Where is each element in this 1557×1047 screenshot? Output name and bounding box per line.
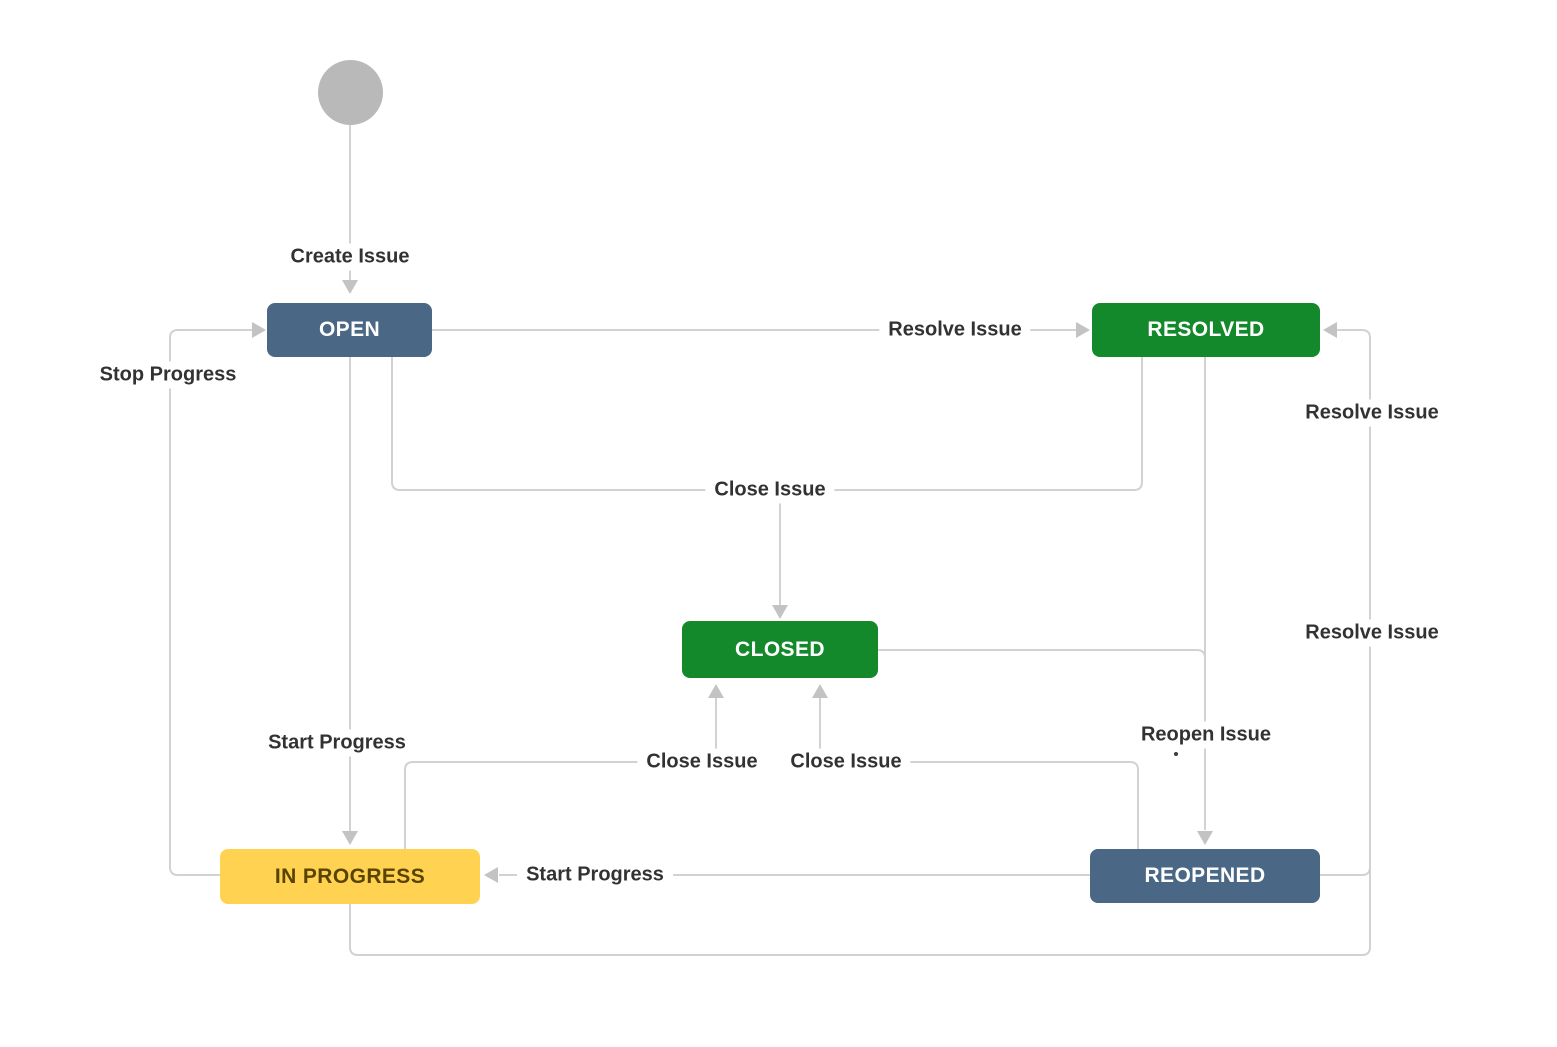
node-resolved[interactable]: RESOLVED (1092, 303, 1320, 357)
edge-resolve-issue-inprogress-line (349, 329, 1371, 956)
node-reopened-label: REOPENED (1144, 864, 1266, 887)
transition-label-resolve-issue-right-lower[interactable]: Resolve Issue (1296, 619, 1448, 647)
transition-label-close-issue-top[interactable]: Close Issue (705, 476, 835, 504)
arrowhead-into-resolved-right (1323, 322, 1337, 338)
node-in-progress[interactable]: IN PROGRESS (220, 849, 480, 904)
edge-stop-progress-line (169, 329, 252, 876)
edge-resolve-issue-reopened-merge-line (1320, 866, 1371, 876)
arrowhead-into-closed-bottom-right (812, 684, 828, 698)
transition-label-resolve-issue-right-upper[interactable]: Resolve Issue (1296, 399, 1448, 427)
arrowhead-into-closed-bottom-left (708, 684, 724, 698)
reopen-issue-label-dot (1174, 752, 1178, 756)
transition-label-stop-progress[interactable]: Stop Progress (90, 361, 246, 389)
transition-label-resolve-issue-open[interactable]: Resolve Issue (879, 316, 1031, 344)
start-node-circle (318, 60, 383, 125)
edge-close-issue-resolved-line (1133, 357, 1143, 491)
node-reopened[interactable]: REOPENED (1090, 849, 1320, 903)
arrowhead-into-resolved-left (1076, 322, 1090, 338)
node-in-progress-label: IN PROGRESS (274, 864, 426, 888)
arrowhead-into-open-top (342, 280, 358, 294)
transition-label-close-issue-inprogress[interactable]: Close Issue (637, 748, 767, 776)
node-open-label: OPEN (318, 318, 381, 341)
arrowhead-into-closed-top (772, 605, 788, 619)
transition-label-start-progress-open[interactable]: Start Progress (259, 729, 415, 757)
arrowhead-into-reopened-top (1197, 831, 1213, 845)
node-resolved-label: RESOLVED (1147, 318, 1265, 341)
arrowhead-into-open-left (252, 322, 266, 338)
node-closed[interactable]: CLOSED (682, 621, 878, 678)
transition-label-reopen-issue[interactable]: Reopen Issue (1131, 721, 1281, 749)
node-open[interactable]: OPEN (267, 303, 432, 357)
arrowhead-into-inprogress-top (342, 831, 358, 845)
transition-label-create-issue[interactable]: Create Issue (281, 243, 419, 271)
edge-close-issue-open-line (391, 357, 1134, 491)
edge-reopen-issue-closed-merge-line (878, 649, 1206, 659)
arrowhead-into-inprogress-right (484, 867, 498, 883)
transition-label-close-issue-reopened[interactable]: Close Issue (781, 748, 911, 776)
node-closed-label: CLOSED (735, 637, 825, 661)
transition-label-start-progress-reopened[interactable]: Start Progress (517, 861, 673, 889)
